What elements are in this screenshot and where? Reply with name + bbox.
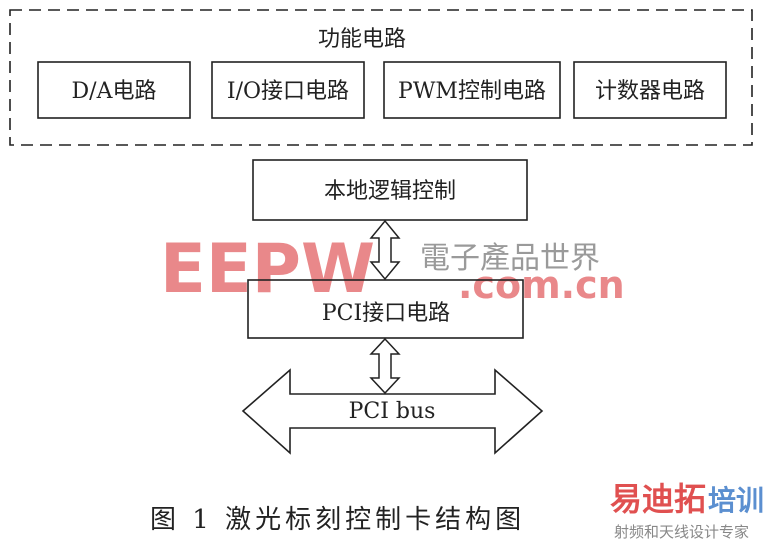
function-block-label: I/O接口电路 [227, 79, 349, 104]
double-arrow-icon [369, 219, 401, 281]
eepw-logo: EEPW [160, 230, 375, 309]
function-block-label: 计数器电路 [595, 79, 705, 104]
pci-interface-block: PCI接口电路 [247, 279, 524, 339]
eepw-domain: .com.cn [458, 263, 625, 307]
local-logic-block: 本地逻辑控制 [252, 159, 528, 221]
function-block-counter: 计数器电路 [573, 61, 727, 119]
bottom-logo-watermark: 易迪拓 培训 射频和天线设计专家 [610, 480, 764, 541]
function-block-da: D/A电路 [37, 61, 191, 119]
function-block-io: I/O接口电路 [211, 61, 365, 119]
logo-text-red: 易迪拓 [610, 480, 706, 518]
function-block-label: PWM控制电路 [398, 79, 546, 104]
function-block-pwm: PWM控制电路 [383, 61, 561, 119]
group-title: 功能电路 [318, 27, 406, 52]
pci-interface-label: PCI接口电路 [322, 301, 450, 326]
pci-bus-arrow: PCI bus [241, 368, 544, 455]
double-arrow-icon [369, 337, 401, 395]
logo-text-blue: 培训 [708, 484, 764, 517]
eepw-cn-text: 電子產品世界 [420, 241, 600, 276]
eepw-watermark: EEPW 電子產品世界 .com.cn [160, 230, 625, 309]
function-block-label: D/A电路 [72, 79, 157, 104]
local-logic-label: 本地逻辑控制 [324, 179, 456, 204]
function-circuit-group [9, 9, 753, 146]
figure-caption: 图 1 激光标刻控制卡结构图 [150, 505, 525, 535]
logo-slogan: 射频和天线设计专家 [614, 523, 749, 541]
pci-bus-label: PCI bus [349, 399, 436, 424]
